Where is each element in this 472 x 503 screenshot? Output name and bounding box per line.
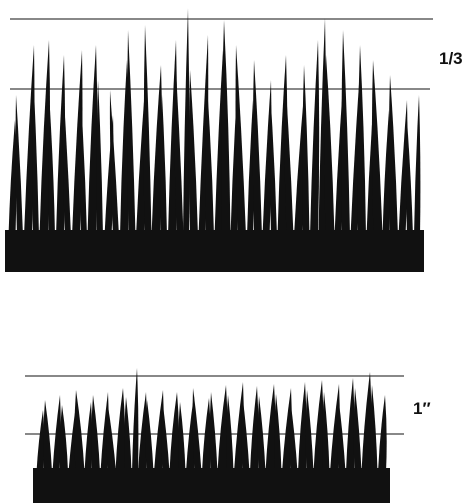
tall-grass-blade: [161, 95, 167, 236]
tall-grass-blade: [358, 45, 366, 236]
short-grass-blade: [274, 394, 281, 472]
tall-grass-label: 1/3: [439, 50, 463, 67]
short-grass-blade: [250, 386, 259, 472]
tall-grass-panel: [5, 8, 433, 272]
tall-grass-blade: [406, 120, 413, 236]
short-grass-label: 1″: [413, 400, 431, 417]
tall-grass-blade: [144, 25, 152, 236]
tall-grass-blade: [324, 55, 334, 236]
tall-grass-soil: [5, 230, 424, 272]
short-grass-panel: [25, 368, 404, 503]
tall-grass-blade: [253, 60, 262, 236]
short-grass-blade: [306, 390, 314, 472]
tall-grass-blade: [9, 120, 17, 236]
short-grass-blade: [37, 410, 45, 472]
tall-grass-blade: [285, 75, 294, 236]
tall-grass-blade: [175, 55, 184, 236]
short-grass-blade: [362, 372, 372, 472]
short-grass-blade: [289, 398, 297, 472]
tall-grass-blade: [152, 65, 163, 236]
short-grass-blades: [37, 368, 387, 472]
short-grass-blade: [193, 388, 202, 472]
short-grass-blade: [43, 400, 52, 472]
tall-grass-blade: [127, 30, 135, 236]
tall-grass-blade: [341, 30, 350, 236]
short-grass-blade: [322, 392, 329, 472]
short-grass-blade: [298, 382, 307, 472]
tall-grass-blades: [9, 8, 421, 236]
tall-grass-blade: [205, 85, 214, 236]
tall-grass-blade: [49, 110, 55, 236]
short-grass-blade: [146, 400, 154, 472]
short-grass-blade: [370, 385, 377, 472]
tall-grass-blade: [88, 45, 98, 236]
short-grass-blade: [314, 380, 324, 472]
short-grass-blade: [74, 390, 84, 472]
short-grass-blade: [210, 392, 218, 472]
tall-grass-blade: [40, 40, 51, 236]
tall-grass-blade: [32, 70, 39, 236]
tall-grass-blade: [389, 75, 398, 236]
short-grass-blade: [241, 392, 249, 472]
short-grass-blade: [202, 398, 211, 472]
tall-grass-blade: [80, 100, 87, 236]
tall-grass-blade: [97, 80, 103, 236]
tall-grass-blade: [189, 70, 198, 236]
short-grass-blade: [346, 378, 355, 472]
tall-grass-blade: [270, 105, 277, 236]
short-grass-blade: [85, 402, 93, 472]
short-grass-blade: [170, 392, 180, 472]
short-grass-blade: [132, 368, 138, 472]
tall-grass-blade: [236, 45, 246, 236]
short-grass-blade: [354, 388, 362, 472]
short-grass-blade: [106, 400, 116, 472]
tall-grass-blade: [302, 65, 309, 236]
short-grass-blade: [60, 405, 68, 472]
short-grass-soil: [33, 468, 390, 503]
short-grass-blade: [218, 385, 228, 472]
short-grass-blade: [116, 388, 126, 472]
tall-grass-blade: [183, 8, 189, 236]
tall-grass-blade: [414, 95, 420, 236]
short-grass-blade: [161, 398, 169, 472]
short-grass-blade: [266, 384, 276, 472]
tall-grass-blade: [221, 20, 230, 236]
tall-grass-blade: [15, 95, 23, 236]
tall-grass-blade: [310, 40, 319, 236]
short-grass-blade: [178, 402, 185, 472]
tall-grass-blade: [372, 60, 383, 236]
